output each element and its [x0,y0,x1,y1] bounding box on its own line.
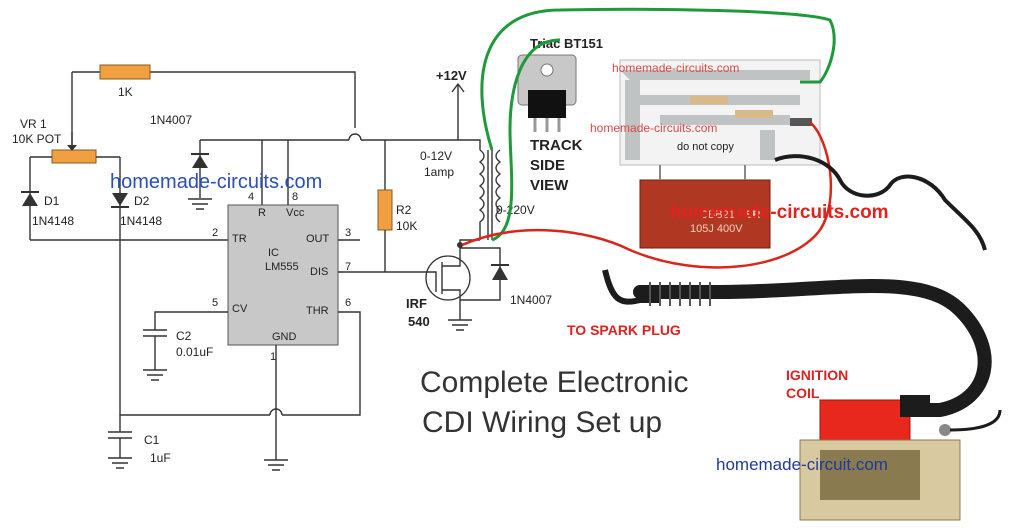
junction-dot [457,242,463,248]
track-label-2: SIDE [530,157,565,174]
cap-text-1: 105J 400V [690,223,743,235]
pin-thr-label: THR [306,305,329,317]
d4-label: 1N4007 [510,293,552,307]
pot-label: 10K POT [12,132,62,146]
spark-plug-boot [602,269,660,305]
pin-dis-label: DIS [310,266,328,278]
vplus-label: +12V [436,68,467,83]
c2-value-label: 0.01uF [176,345,213,359]
c1-label: C1 [144,433,160,447]
pin-vcc-label: Vcc [286,207,305,219]
hv-cable [633,278,992,417]
potentiometer-vr1 [51,149,97,164]
pin-2-num: 2 [212,227,218,239]
vr1-label: VR 1 [20,117,47,131]
coil-label-2: COIL [786,385,820,401]
pin-gnd-label: GND [272,331,297,343]
tx-amp-label: 1amp [424,165,454,179]
pin-6-num: 6 [345,297,351,309]
pin-3-num: 3 [345,227,351,239]
wiring [461,7,987,269]
pcb-diode [790,118,812,126]
pin-r-label: R [258,207,266,219]
resistor-1k [99,64,151,80]
tx-secondary-label: 0-220V [496,203,535,217]
triac-hole [540,63,554,77]
diode-1n4007-d4 [492,266,508,280]
red-wire [461,121,833,269]
diagram-title-line-1: Complete Electronic [420,366,688,399]
pin-1-num: 1 [270,351,276,363]
mosfet-label: IRF [406,296,427,311]
do-not-copy-label: do not copy [677,141,734,153]
resistor-1k-label: 1K [118,85,133,99]
d2-part-label: 1N4148 [120,214,162,228]
diode-1n4007-d3 [192,155,208,168]
green-wire [480,7,836,242]
pcb-board: do not copy Triac BT151 homemade-circuit… [517,36,889,249]
r2-label: R2 [396,203,412,217]
track-label-3: VIEW [530,177,569,194]
capacitor-cbb21 [639,179,771,249]
watermark-blue-1: homemade-circuits.com [110,171,322,193]
d1-label: D1 [44,194,60,208]
cap-text-2: CBB21 [700,209,735,221]
pcb-resistor-1 [690,96,728,104]
cap-brand: SR [745,209,760,221]
pin-out-label: OUT [306,233,330,245]
watermark-red-1: homemade-circuits.com [670,202,889,223]
ignition-assembly: TO SPARK PLUG IGNITION COIL homemade-cir… [567,269,1002,521]
d2-label: D2 [134,194,150,208]
power-stage: +12V 0-12V 1amp 0-220V IRF 540 1N4007 TR… [406,68,583,331]
to-spark-plug-label: TO SPARK PLUG [567,322,681,338]
mosfet-irf540 [425,255,471,301]
pin-tr-label: TR [232,233,247,245]
tx-primary-label: 0-12V [420,149,452,163]
d3-label: 1N4007 [150,113,192,127]
ic-label: IC [268,247,279,259]
watermark-blue-2: homemade-circuit.com [716,455,888,474]
pin-7-num: 7 [345,261,351,273]
track-label-1: TRACK [530,137,583,154]
pin-cv-label: CV [232,303,248,315]
ic-lm555 [227,204,339,346]
c1-value-label: 1uF [150,451,171,465]
black-wire [774,154,987,251]
watermark-small-2: homemade-circuits.com [590,121,717,135]
c2-label: C2 [176,329,192,343]
diagram-title-line-2: CDI Wiring Set up [422,406,662,439]
timer-circuit: 1K VR 1 10K POT D1 1N4148 D2 1N4148 1N40… [12,64,458,471]
pin-4-num: 4 [248,191,254,203]
diode-d1 [22,193,38,206]
ic-part-label: LM555 [265,261,299,273]
pin-8-num: 8 [292,191,298,203]
pin-5-num: 5 [212,297,218,309]
diode-d2 [112,193,128,206]
pcb-resistor-2 [735,110,773,118]
resistor-r2 [377,189,393,231]
r2-value-label: 10K [396,219,417,233]
coil-label-1: IGNITION [786,367,848,383]
d1-part-label: 1N4148 [32,214,74,228]
triac-label: Triac BT151 [530,36,603,51]
watermark-small-1: homemade-circuits.com [612,61,739,75]
mosfet-number-label: 540 [408,314,430,329]
